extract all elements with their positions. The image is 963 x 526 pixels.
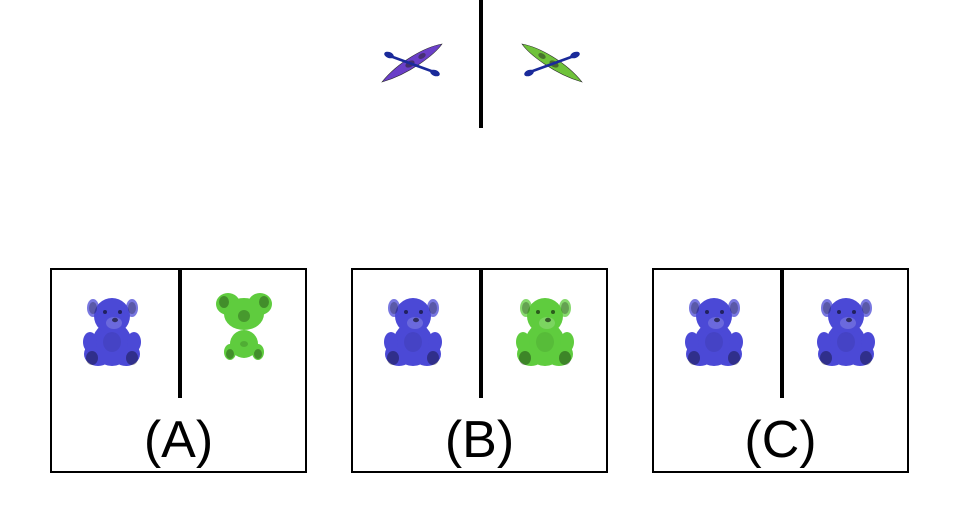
kayak-icon — [520, 42, 584, 86]
option-label: (C) — [744, 411, 817, 469]
teddy-bear-icon — [379, 296, 447, 368]
option-label: (A) — [143, 411, 214, 469]
option-a[interactable]: (A) — [50, 268, 307, 473]
teddy-bear-icon — [78, 296, 146, 368]
option-divider — [479, 270, 483, 398]
option-label: (B) — [444, 411, 515, 469]
option-divider — [780, 270, 784, 398]
prompt-panel — [0, 0, 963, 130]
option-b[interactable]: (B) — [351, 268, 608, 473]
teddy-bear-icon — [812, 296, 880, 368]
prompt-divider — [479, 0, 483, 128]
option-divider — [178, 270, 182, 398]
teddy-bear-icon — [210, 292, 278, 364]
kayak-icon — [380, 42, 444, 86]
teddy-bear-icon — [511, 296, 579, 368]
option-c[interactable]: (C) — [652, 268, 909, 473]
teddy-bear-icon — [680, 296, 748, 368]
